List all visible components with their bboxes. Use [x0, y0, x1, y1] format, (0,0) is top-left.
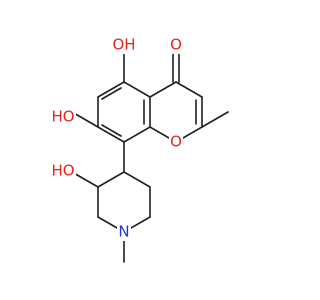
- bond-c4a-c5: [123, 81, 151, 98]
- bond-c5prime-c4prime: [123, 171, 151, 188]
- ho-5-label: OH: [112, 36, 135, 54]
- ketone-o-label-bg: [169, 36, 183, 54]
- bond-c5-c6: [97, 81, 125, 98]
- ho-7-label: HO: [51, 108, 74, 126]
- bond-group: [71, 51, 229, 263]
- bond-c4prime-c3prime: [97, 171, 125, 188]
- ring-o-label: O: [170, 133, 182, 151]
- bond-c5-c6-double: [101, 87, 122, 100]
- ho5-label-bg: [113, 36, 136, 54]
- bond-c4a-c4: [149, 81, 177, 98]
- bond-c8-c8a: [123, 126, 151, 143]
- ho3-label-bg: [52, 162, 76, 180]
- molecule-structure-diagram: OH O HO O HO N: [51, 36, 229, 263]
- ho-3-label: HO: [51, 162, 74, 180]
- bond-c7-c8: [97, 126, 125, 143]
- bond-c2-methyl: [201, 111, 229, 128]
- bond-c3prime-oh: [71, 171, 99, 188]
- amine-n-label: N: [118, 223, 129, 241]
- ketone-o-label: O: [170, 36, 182, 54]
- label-group: OH O HO O HO N: [51, 36, 183, 241]
- ho7-label-bg: [52, 108, 76, 126]
- bond-c7-oh: [71, 111, 99, 128]
- bond-c7-c8-double: [101, 124, 122, 137]
- ring-o-label-bg: [169, 133, 183, 151]
- bond-c4-c3: [175, 81, 203, 98]
- n-label-bg: [117, 223, 131, 241]
